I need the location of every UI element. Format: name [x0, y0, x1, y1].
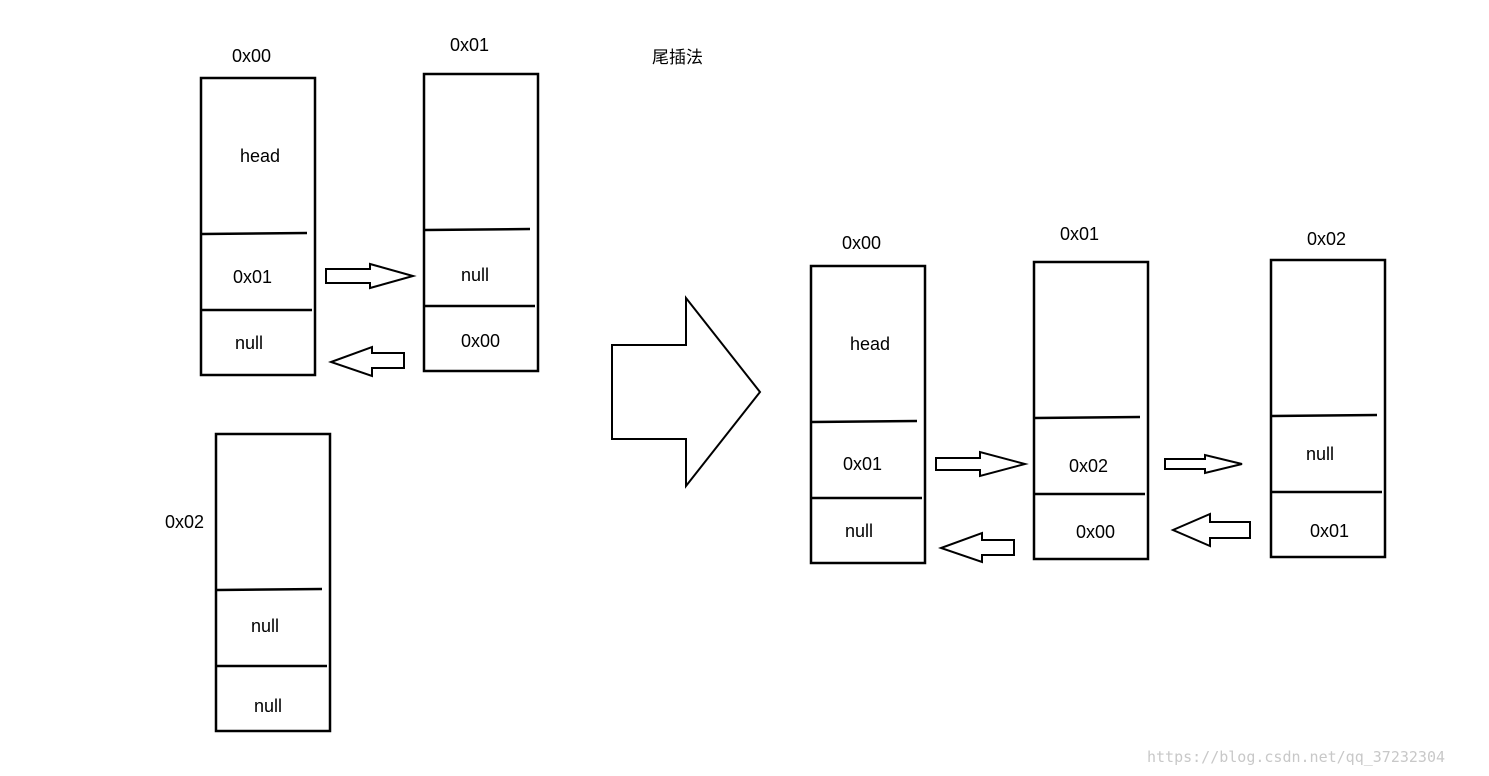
before-node-0x02-next-label: null	[251, 616, 279, 636]
after-node-0x02-address: 0x02	[1307, 229, 1346, 249]
after-node-0x00-address: 0x00	[842, 233, 881, 253]
before-node-0x02: 0x02 null null	[165, 432, 332, 733]
before-node-0x02-box	[214, 432, 332, 733]
before-node-0x01-address: 0x01	[450, 35, 489, 55]
diagram-title: 尾插法	[652, 48, 703, 68]
after-node-0x01-next-label: 0x02	[1069, 456, 1108, 476]
after-node-0x00-prev-label: null	[845, 521, 873, 541]
before-node-0x00-divider-1	[201, 231, 308, 236]
after-node-0x02-next-label: null	[1306, 444, 1334, 464]
before-node-0x02-prev-label: null	[254, 696, 282, 716]
before-node-0x01-box	[422, 72, 540, 373]
before-right-arrow	[325, 262, 417, 290]
before-node-0x00-prev-label: null	[235, 333, 263, 353]
before-node-0x00-address: 0x00	[232, 46, 271, 66]
after-left-arrow-2	[1170, 512, 1251, 548]
before-node-0x00-top-label: head	[240, 146, 280, 166]
after-right-arrow-1	[935, 450, 1029, 478]
after-node-0x01-address: 0x01	[1060, 224, 1099, 244]
after-node-0x00-next-label: 0x01	[843, 454, 882, 474]
after-node-0x02-box	[1269, 258, 1387, 559]
after-right-arrow-2	[1164, 453, 1243, 475]
after-node-0x02-prev-label: 0x01	[1310, 521, 1349, 541]
watermark: https://blog.csdn.net/qq_37232304	[1147, 748, 1445, 766]
before-node-0x02-address: 0x02	[165, 512, 204, 532]
before-node-0x00: 0x00 head 0x01 null	[199, 46, 317, 377]
after-node-0x01-box	[1032, 260, 1150, 561]
before-node-0x01-divider-1	[424, 227, 531, 232]
after-node-0x02-divider-1	[1271, 413, 1378, 418]
transition-arrow	[611, 295, 762, 489]
after-node-0x01: 0x01 0x02 0x00	[1032, 224, 1150, 561]
before-node-0x01-prev-label: 0x00	[461, 331, 500, 351]
before-node-0x01-next-label: null	[461, 265, 489, 285]
before-left-arrow	[328, 345, 405, 378]
before-node-0x02-divider-1	[216, 587, 323, 592]
after-node-0x00-box	[809, 264, 927, 565]
after-node-0x02: 0x02 null 0x01	[1269, 229, 1387, 559]
after-node-0x00: 0x00 head 0x01 null	[809, 233, 927, 565]
after-left-arrow-1	[938, 531, 1015, 564]
after-node-0x00-top-label: head	[850, 334, 890, 354]
after-node-0x01-prev-label: 0x00	[1076, 522, 1115, 542]
before-node-0x00-box	[199, 76, 317, 377]
before-node-0x01: 0x01 null 0x00	[422, 35, 540, 373]
after-node-0x01-divider-1	[1034, 415, 1141, 420]
before-node-0x00-next-label: 0x01	[233, 267, 272, 287]
after-node-0x00-divider-1	[811, 419, 918, 424]
